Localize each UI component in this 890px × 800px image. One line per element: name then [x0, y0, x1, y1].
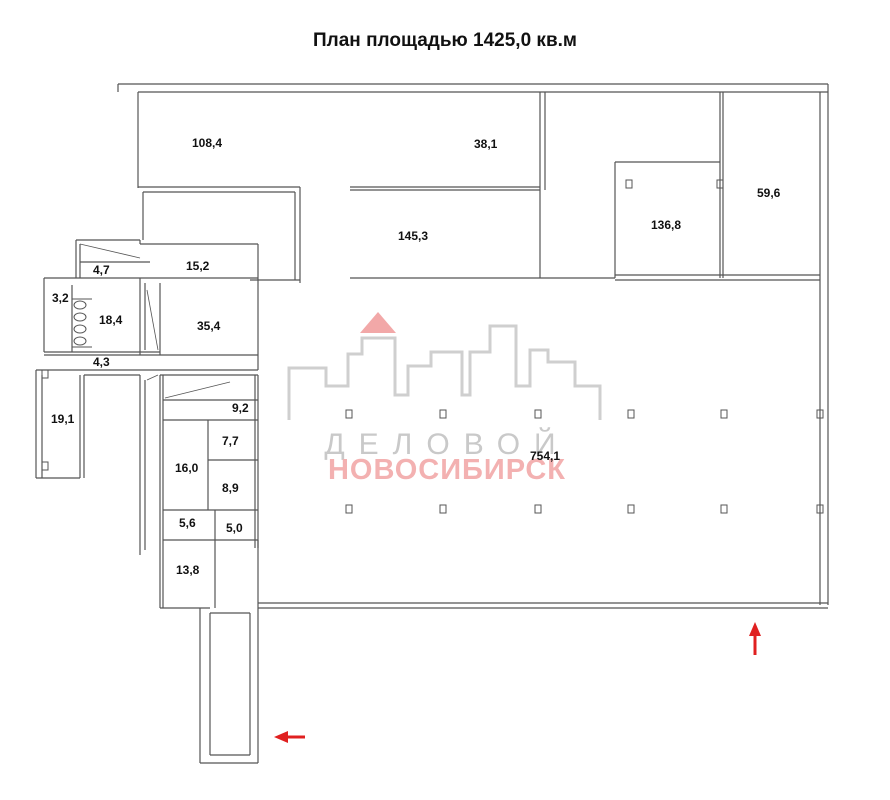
room-label: 7,7 [222, 434, 239, 448]
plan-title: План площадью 1425,0 кв.м [313, 30, 577, 51]
room-label: 4,3 [93, 355, 110, 369]
room-label: 13,8 [176, 563, 200, 577]
room-label: 108,4 [192, 136, 222, 150]
room-label: 754,1 [530, 449, 560, 463]
room-label: 145,3 [398, 229, 428, 243]
plan-walls [35, 83, 829, 764]
room-label: 59,6 [757, 186, 781, 200]
watermark-roof-icon [360, 312, 396, 333]
room-label: 136,8 [651, 218, 681, 232]
room-label: 5,6 [179, 516, 196, 530]
room-label: 4,7 [93, 263, 110, 277]
room-label: 35,4 [197, 319, 221, 333]
watermark-skyline [287, 324, 602, 420]
room-label: 9,2 [232, 401, 249, 415]
room-labels: 108,4 38,1 145,3 136,8 59,6 4,7 15,2 3,2… [51, 136, 781, 577]
room-label: 8,9 [222, 481, 239, 495]
room-label: 5,0 [226, 521, 243, 535]
watermark-line1: ДЕЛОВОЙ [324, 428, 570, 461]
room-label: 15,2 [186, 259, 210, 273]
room-label: 19,1 [51, 412, 75, 426]
entrance-arrow-icon [749, 622, 761, 655]
room-label: 18,4 [99, 313, 123, 327]
columns [41, 179, 824, 514]
entrance-arrow-icon [274, 731, 305, 743]
room-label: 16,0 [175, 461, 199, 475]
room-label: 3,2 [52, 291, 69, 305]
watermark-line2: НОВОСИБИРСК [327, 454, 566, 486]
toilet-fixtures [72, 298, 92, 348]
room-label: 38,1 [474, 137, 498, 151]
